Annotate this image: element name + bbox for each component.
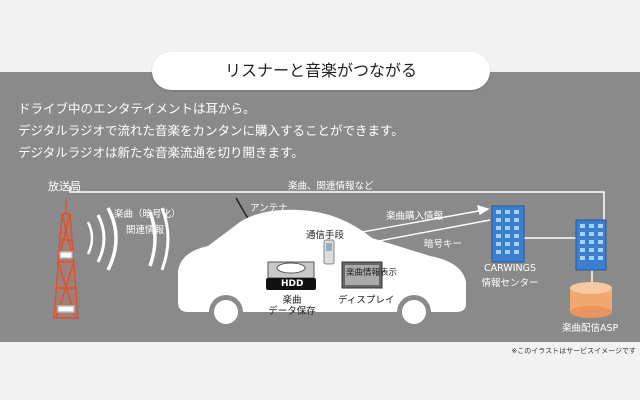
service-image-note: ※このイラストはサービスイメージです xyxy=(511,347,636,355)
music-storage-label-2: データ保存 xyxy=(268,306,316,317)
intro-line-3: デジタルラジオは新たな音楽流通を切り開きます。 xyxy=(18,145,304,160)
radio-wave-icon xyxy=(86,207,170,271)
intro-line-2: デジタルラジオで流れた音楽をカンタンに購入することができます。 xyxy=(18,123,404,138)
broadcaster-label: 放送局 xyxy=(48,180,81,193)
encryption-key-label: 暗号キー xyxy=(424,239,463,250)
building-links xyxy=(524,237,593,282)
display-label: ディスプレイ xyxy=(338,295,395,306)
building-icon xyxy=(491,205,525,263)
database-icon xyxy=(570,282,612,318)
music-info-display-label: 楽曲情報表示 xyxy=(346,268,398,278)
purchase-info-label: 楽曲購入情報 xyxy=(386,211,444,222)
intro-line-1: ドライブ中のエンタテイメントは耳から。 xyxy=(18,101,256,116)
music-storage-label-1: 楽曲 xyxy=(282,295,302,306)
intro-text: ドライブ中のエンタテイメントは耳から。 デジタルラジオで流れた音楽をカンタンに購… xyxy=(18,98,618,164)
music-encrypted-label: 楽曲（暗号化） xyxy=(114,209,181,220)
carwings-label-2: 情報センター xyxy=(481,278,539,289)
display-icon xyxy=(341,261,383,289)
related-info-label: 関連情報 xyxy=(126,225,165,236)
hdd-label: HDD xyxy=(281,279,304,289)
car-icon xyxy=(178,209,466,329)
antenna-label: アンテナ xyxy=(250,203,288,214)
building-icon xyxy=(575,219,607,271)
page-title: リスナーと音楽がつながる xyxy=(152,52,490,90)
music-related-info-label: 楽曲、関連情報など xyxy=(288,181,374,192)
comm-arrows xyxy=(339,204,491,251)
carwings-label-1: CARWINGS xyxy=(483,263,537,274)
broadcast-line xyxy=(69,186,605,232)
hdd-icon xyxy=(266,261,316,290)
comm-means-label: 通信手段 xyxy=(306,230,345,241)
phone-icon xyxy=(323,239,335,265)
music-asp-label: 楽曲配信ASP xyxy=(562,323,619,334)
radio-tower-icon xyxy=(53,200,79,319)
